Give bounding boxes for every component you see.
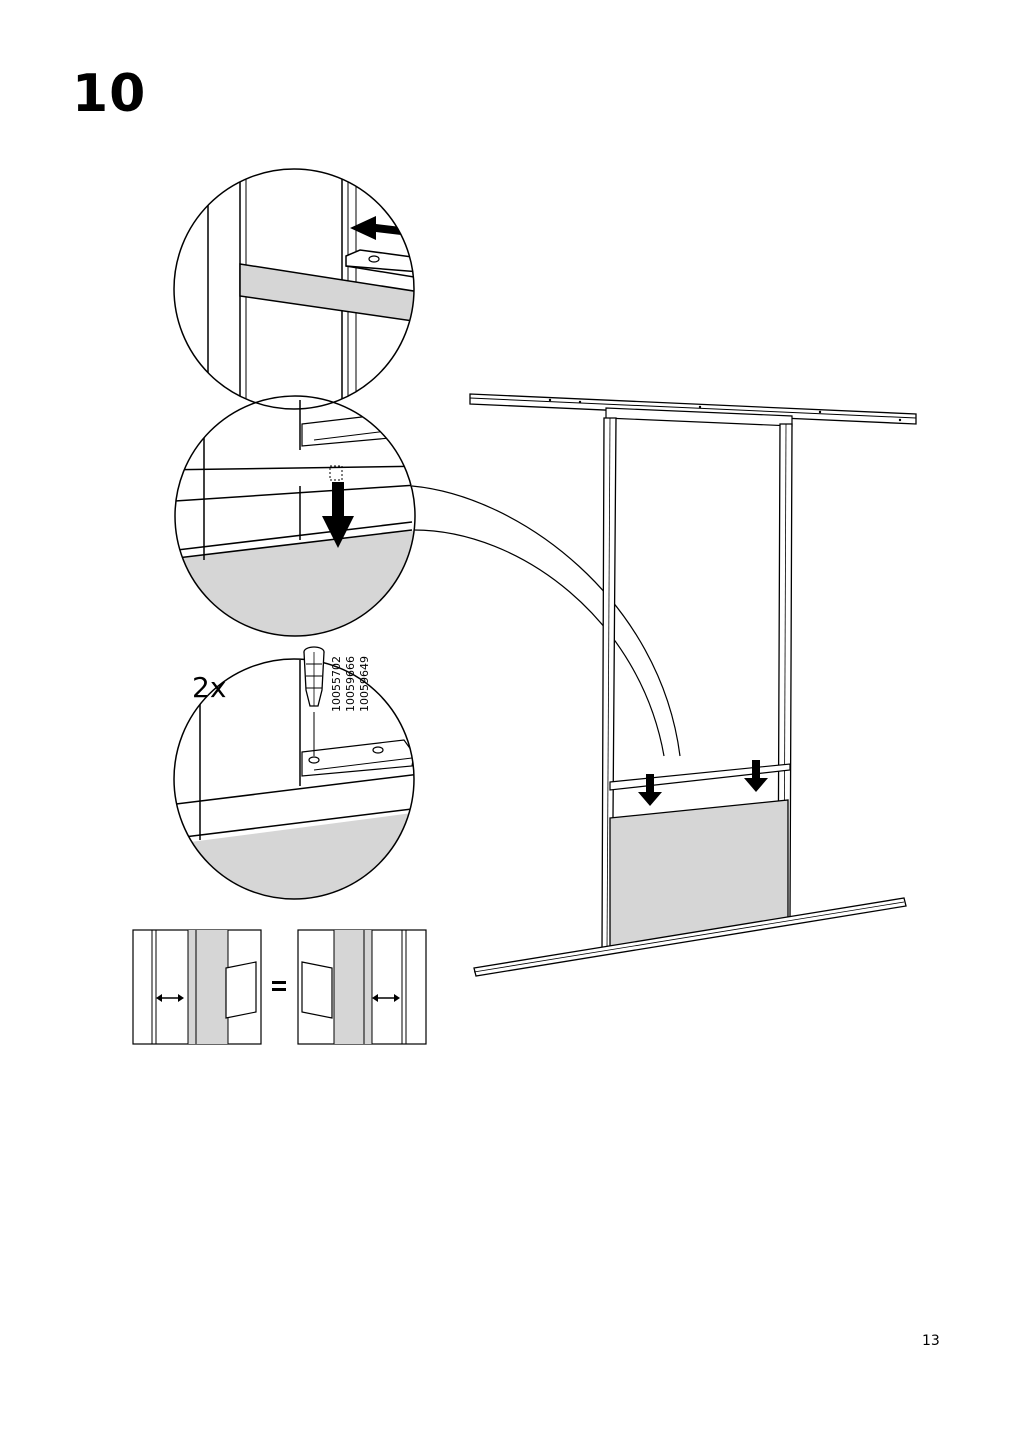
equals-sign-icon bbox=[272, 981, 286, 991]
arrow-left-icon bbox=[350, 216, 410, 240]
page-number: 13 bbox=[922, 1333, 940, 1349]
part-number: 10055702 bbox=[330, 656, 343, 712]
arrow-down-icon bbox=[322, 482, 354, 548]
plastic-pin-icon bbox=[303, 646, 325, 707]
door-assembly bbox=[469, 393, 917, 977]
part-numbers: 10055702 10059666 10059649 bbox=[330, 656, 390, 772]
detail-circle-top bbox=[173, 168, 415, 410]
arrow-down-icon bbox=[744, 760, 768, 792]
arrow-down-icon bbox=[638, 774, 662, 806]
alignment-check-left bbox=[132, 929, 262, 1045]
step-number: 10 bbox=[72, 64, 147, 124]
detail-circle-middle bbox=[174, 395, 416, 637]
part-number: 10059666 bbox=[344, 656, 357, 712]
detail-circle-bottom bbox=[173, 646, 415, 900]
quantity-label: 2x bbox=[192, 671, 227, 704]
part-number: 10059649 bbox=[358, 656, 371, 712]
alignment-check-right bbox=[297, 929, 427, 1045]
